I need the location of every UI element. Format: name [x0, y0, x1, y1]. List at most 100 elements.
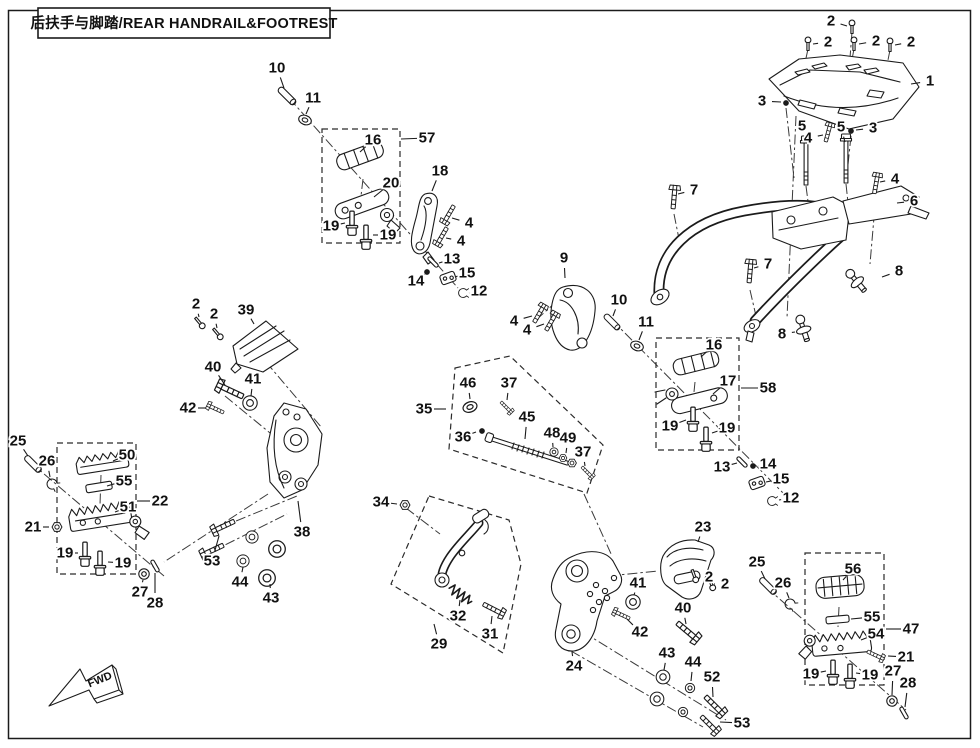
leader-line-41 [250, 388, 253, 397]
part-bracket-9 [550, 285, 596, 351]
hardware-clip [782, 596, 799, 613]
part-bracket-18 [410, 192, 438, 265]
callout-37: 37 [575, 444, 592, 461]
axis-guide-line [360, 178, 364, 197]
callout-16: 16 [706, 337, 723, 354]
callout-13: 13 [444, 251, 461, 268]
leader-line-26 [48, 470, 51, 478]
callout-44: 44 [232, 574, 249, 591]
callout-45: 45 [519, 409, 536, 426]
callout-19: 19 [323, 218, 340, 235]
part-footrest-left-serrated [68, 450, 150, 540]
callout-19: 19 [115, 555, 132, 572]
leader-line-44 [690, 671, 693, 682]
leader-line-19 [820, 670, 827, 673]
leader-line-11 [305, 106, 310, 115]
hardware-pinsm [898, 705, 910, 721]
leader-line-57 [400, 137, 418, 140]
hardware-bolt [820, 121, 836, 144]
callout-2: 2 [907, 34, 915, 51]
leader-line-29 [433, 623, 438, 635]
callout-19: 19 [662, 418, 679, 435]
hardware-screwtiny [192, 315, 207, 331]
callout-4: 4 [510, 313, 519, 330]
callout-21: 21 [25, 519, 42, 536]
leader-line-27 [141, 579, 144, 583]
hardware-plate15 [747, 475, 767, 491]
callout-22: 22 [152, 493, 169, 510]
leader-line-4 [445, 237, 452, 240]
callout-23: 23 [695, 519, 712, 536]
leader-line-10 [279, 77, 285, 89]
leader-line-40 [684, 617, 687, 625]
leader-line-13 [731, 462, 738, 465]
callout-58: 58 [760, 380, 777, 397]
leader-line-46 [468, 392, 471, 400]
leader-line-2 [812, 42, 819, 45]
axis-guide-line [849, 48, 855, 71]
callout-11: 11 [305, 90, 321, 107]
leader-line-2 [894, 43, 902, 46]
callout-19: 19 [862, 667, 879, 684]
callout-37: 37 [501, 375, 518, 392]
leader-line-55 [850, 617, 863, 620]
leader-line-32 [458, 599, 461, 607]
leader-line-39 [250, 318, 255, 325]
callout-4: 4 [804, 130, 813, 147]
callout-2: 2 [705, 569, 713, 586]
callout-7: 7 [764, 256, 772, 273]
callout-41: 41 [630, 575, 647, 592]
hardware-bush8 [841, 265, 872, 297]
hardware-washerflat [677, 706, 689, 718]
axis-guide-line [265, 361, 323, 429]
leader-line-5 [803, 135, 806, 142]
hardware-screw [359, 224, 373, 250]
leader-line-9 [563, 267, 566, 279]
hardware-dot [848, 128, 854, 134]
leader-line-37 [506, 392, 509, 401]
callout-18: 18 [432, 163, 449, 180]
diagram-title: 后扶手与脚踏/REAR HANDRAIL&FOOTREST [30, 14, 337, 32]
hardware-screw [78, 541, 92, 567]
hardware-bush8 [791, 312, 815, 345]
callout-26: 26 [39, 453, 56, 470]
leader-line-20 [373, 188, 384, 198]
callout-43: 43 [659, 645, 676, 662]
leader-line-28 [904, 692, 908, 708]
leader-line-51 [114, 510, 119, 513]
callout-55: 55 [864, 609, 881, 626]
hardware-screw [843, 663, 857, 689]
callout-15: 15 [773, 471, 790, 488]
leader-line-17 [712, 387, 721, 395]
leader-line-6 [896, 201, 905, 204]
leader-line-38 [297, 500, 302, 523]
leader-line-15 [765, 480, 772, 483]
callout-38: 38 [294, 524, 311, 541]
callout-53: 53 [734, 715, 751, 732]
callout-43: 43 [263, 590, 280, 607]
callout-19: 19 [57, 545, 74, 562]
hardware-dot [783, 100, 789, 106]
callout-47: 47 [903, 621, 920, 638]
leader-line-19 [855, 672, 861, 675]
callout-42: 42 [632, 624, 649, 641]
callout-1: 1 [926, 73, 934, 90]
part-bracket-24 [550, 551, 623, 652]
hardware-screwtiny [804, 36, 812, 52]
hardware-bolt [431, 224, 452, 249]
hardware-bolt [666, 184, 682, 210]
axis-guide-line [785, 107, 795, 179]
group-poly-29 [390, 495, 522, 654]
callout-49: 49 [560, 430, 577, 447]
callout-34: 34 [373, 494, 390, 511]
callout-2: 2 [827, 13, 835, 30]
hardware-bolt [742, 258, 758, 284]
axis-guide-line [849, 31, 853, 59]
callout-19: 19 [803, 666, 820, 683]
group-box-47 [804, 552, 885, 686]
callout-3: 3 [869, 120, 877, 137]
axis-guide-line [869, 193, 877, 265]
leader-line-13 [438, 261, 443, 264]
